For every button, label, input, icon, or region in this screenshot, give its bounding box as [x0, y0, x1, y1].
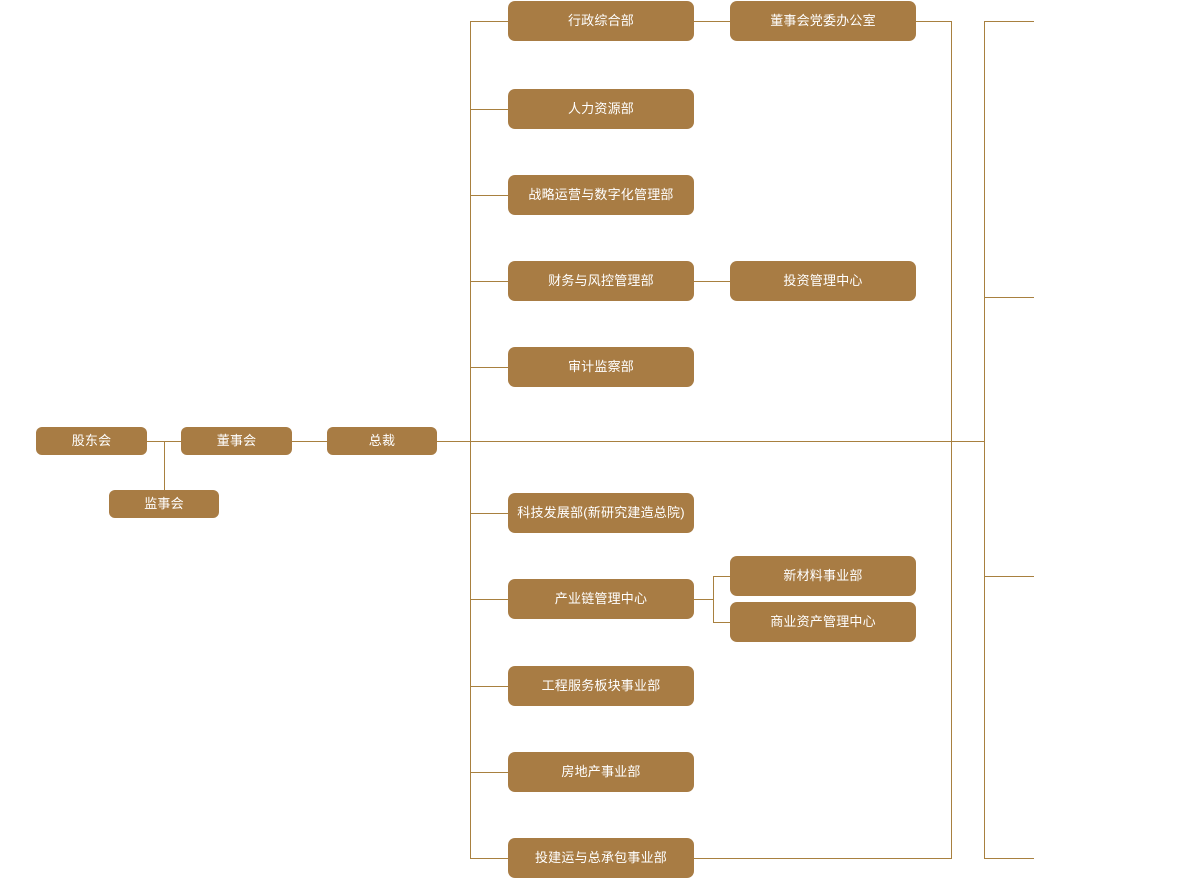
node-tech-development-dept[interactable]: 科技发展部(新研究建造总院): [508, 493, 694, 533]
node-label: 科技发展部(新研究建造总院): [517, 504, 685, 520]
node-label: 董事会党委办公室: [770, 12, 876, 28]
edge-to-commercial-asset: [713, 622, 730, 623]
edge-president-trunk: [437, 441, 985, 442]
node-label: 股东会: [71, 432, 112, 448]
node-strategy-digital-dept[interactable]: 战略运营与数字化管理部: [508, 175, 694, 215]
node-new-materials-division[interactable]: 新材料事业部: [730, 556, 916, 596]
node-real-estate-division[interactable]: 房地产事业部: [508, 752, 694, 792]
node-commercial-asset-center[interactable]: 商业资产管理中心: [730, 602, 916, 642]
edge-industry-chain-out: [694, 599, 713, 600]
node-board-of-directors[interactable]: 董事会: [181, 427, 292, 455]
node-invest-build-epc-division[interactable]: 投建运与总承包事业部: [508, 838, 694, 878]
edge-stub-human-resources: [470, 109, 508, 110]
node-board-party-office[interactable]: 董事会党委办公室: [730, 1, 916, 41]
node-finance-risk-dept[interactable]: 财务与风控管理部: [508, 261, 694, 301]
edge-party-office-rail-in: [916, 21, 952, 22]
node-label: 投建运与总承包事业部: [534, 849, 667, 865]
edge-finance-to-investment: [694, 281, 730, 282]
edge-admin-to-party-office: [694, 21, 730, 22]
node-audit-supervision-dept[interactable]: 审计监察部: [508, 347, 694, 387]
edge-outer-rail-stub-top: [984, 21, 1034, 22]
node-label: 房地产事业部: [561, 763, 641, 779]
node-label: 商业资产管理中心: [770, 613, 876, 629]
node-label: 战略运营与数字化管理部: [528, 186, 674, 202]
node-shareholders-meeting[interactable]: 股东会: [36, 427, 147, 455]
edge-to-new-materials: [713, 576, 730, 577]
node-label: 监事会: [144, 495, 184, 511]
edge-stub-audit-supervision: [470, 367, 508, 368]
node-label: 新材料事业部: [783, 567, 863, 583]
edge-outer-right-rail: [984, 21, 985, 859]
edge-outer-rail-stub-upper-mid: [984, 297, 1034, 298]
edge-inner-right-rail: [951, 21, 952, 859]
node-label: 总裁: [368, 432, 396, 448]
node-label: 董事会: [216, 432, 257, 448]
node-label: 投资管理中心: [783, 272, 863, 288]
node-admin-general-dept[interactable]: 行政综合部: [508, 1, 694, 41]
edge-stub-engineering-service: [470, 686, 508, 687]
edge-invest-epc-rail-in: [694, 858, 952, 859]
node-label: 人力资源部: [567, 100, 634, 116]
node-human-resources-dept[interactable]: 人力资源部: [508, 89, 694, 129]
edge-stub-invest-build-epc: [470, 858, 508, 859]
node-engineering-service-division[interactable]: 工程服务板块事业部: [508, 666, 694, 706]
node-label: 审计监察部: [567, 358, 634, 374]
edge-main-spine: [470, 21, 471, 859]
edge-board-to-president: [292, 441, 327, 442]
node-label: 工程服务板块事业部: [541, 677, 661, 693]
edge-stub-admin-general: [470, 21, 508, 22]
edge-supervisory-drop: [164, 441, 165, 490]
edge-stub-tech-development: [470, 513, 508, 514]
node-label: 财务与风控管理部: [548, 272, 654, 288]
node-investment-center[interactable]: 投资管理中心: [730, 261, 916, 301]
node-supervisory-board[interactable]: 监事会: [109, 490, 219, 518]
edge-stub-finance-risk: [470, 281, 508, 282]
edge-outer-rail-stub-lower-mid: [984, 576, 1034, 577]
edge-outer-rail-stub-bottom: [984, 858, 1034, 859]
node-label: 产业链管理中心: [554, 590, 648, 606]
edge-stub-real-estate: [470, 772, 508, 773]
edge-stub-industry-chain: [470, 599, 508, 600]
node-label: 行政综合部: [567, 12, 634, 28]
edge-stub-strategy-digital: [470, 195, 508, 196]
node-president[interactable]: 总裁: [327, 427, 437, 455]
edge-industry-chain-split: [713, 576, 714, 623]
node-industry-chain-center[interactable]: 产业链管理中心: [508, 579, 694, 619]
